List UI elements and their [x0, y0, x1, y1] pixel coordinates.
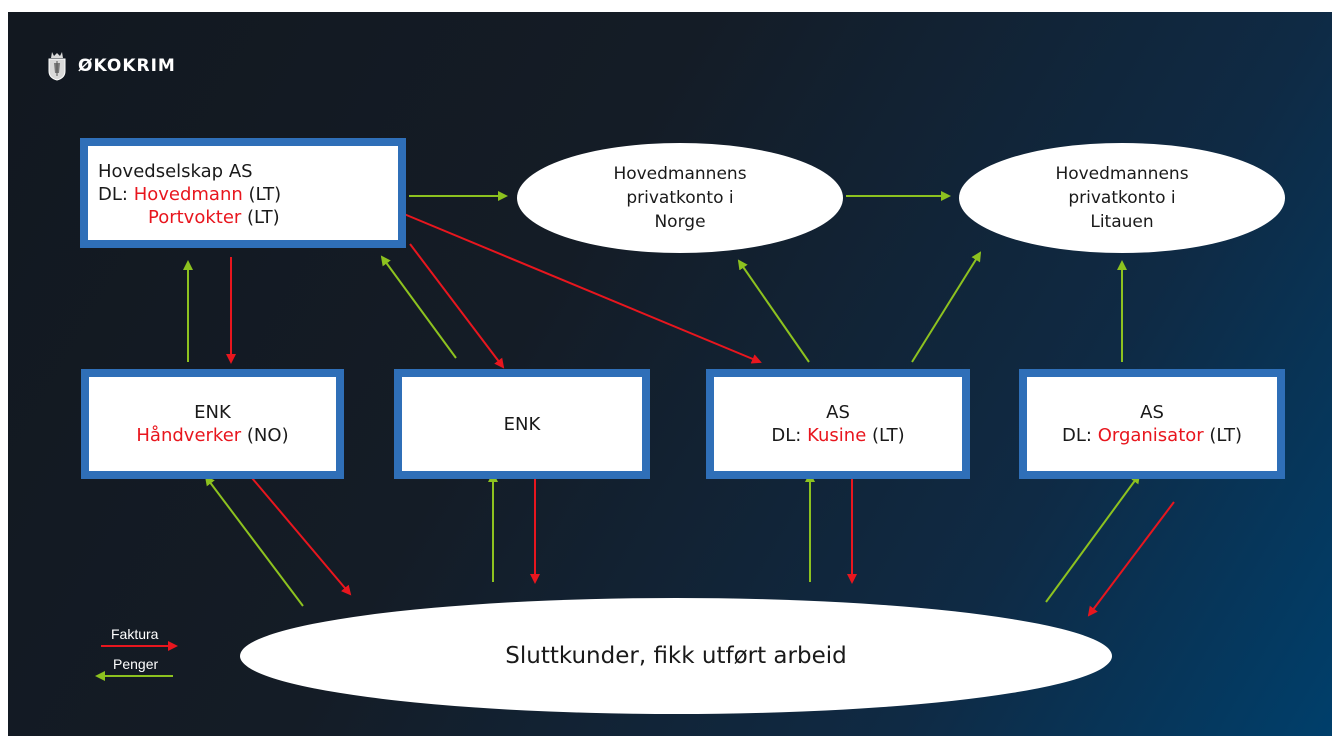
legend-penger-label: Penger: [113, 656, 159, 672]
flow-arrows: [95, 191, 1175, 681]
node-hovedselskap-title: Hovedselskap AS: [98, 161, 253, 182]
account-lithuania-line1: Hovedmannens: [1055, 164, 1189, 184]
person-organisator: Organisator: [1097, 425, 1204, 446]
node-enk-handverker: ENK Håndverker (NO): [81, 369, 344, 479]
account-lithuania-line3: Litauen: [1090, 212, 1154, 232]
person-handverker-country: (NO): [241, 425, 289, 446]
node-as-kusine: AS DL: Kusine (LT): [706, 369, 970, 479]
node-account-lithuania: Hovedmannens privatkonto i Litauen: [959, 143, 1285, 253]
penger-arrow-enk2-to-hq: [380, 255, 457, 359]
node-as-kusine-title: AS: [826, 402, 850, 423]
account-lithuania-line2: privatkonto i: [1068, 188, 1176, 208]
person-handverker: Håndverker: [136, 425, 242, 446]
penger-arrow-as1-to-account-lt: [911, 251, 982, 363]
dl-prefix: DL:: [771, 425, 808, 446]
dl-prefix: DL:: [1062, 425, 1098, 446]
person-portvokter-country: (LT): [241, 207, 280, 228]
person-kusine: Kusine: [807, 425, 867, 446]
node-enk: ENK: [394, 369, 650, 479]
penger-arrow-customers-to-as2: [1045, 473, 1141, 603]
person-kusine-country: (LT): [866, 425, 905, 446]
faktura-arrow-enk1-to-customers: [251, 477, 352, 596]
node-end-customers: Sluttkunder, fikk utført arbeid: [240, 598, 1112, 714]
node-hovedselskap: Hovedselskap AS DL: Hovedmann (LT) Portv…: [80, 138, 406, 248]
faktura-arrow-as2-to-customers: [1087, 501, 1175, 617]
node-as-organisator: AS DL: Organisator (LT): [1019, 369, 1285, 479]
penger-arrow-customers-to-enk1: [204, 475, 304, 607]
person-hovedmann-country: (LT): [242, 184, 282, 205]
dl-prefix: DL:: [98, 184, 134, 205]
person-hovedmann: Hovedmann: [133, 184, 243, 205]
node-as-organisator-dl-line: DL: Organisator (LT): [1062, 424, 1242, 447]
faktura-arrow-hq-to-enk2: [409, 243, 505, 369]
node-as-kusine-dl-line: DL: Kusine (LT): [771, 424, 904, 447]
node-enk-handverker-title: ENK: [194, 402, 231, 423]
node-enk-title: ENK: [503, 413, 541, 435]
coat-of-arms-icon: [48, 52, 66, 81]
account-norway-line1: Hovedmannens: [613, 164, 747, 184]
logo-text: ØKOKRIM: [78, 56, 176, 76]
node-hovedselskap-dl-line1: DL: Hovedmann (LT): [98, 183, 388, 206]
faktura-arrow-hq-to-as1: [403, 213, 762, 364]
node-account-norway: Hovedmannens privatkonto i Norge: [517, 143, 843, 253]
account-norway-line2: privatkonto i: [626, 188, 734, 208]
person-organisator-country: (LT): [1203, 425, 1242, 446]
slide-background: ØKOKRIM Hov: [8, 12, 1332, 736]
penger-arrow-as1-to-account-no: [737, 259, 810, 363]
node-hovedselskap-dl-line2: Portvokter (LT): [98, 206, 388, 229]
legend-faktura-label: Faktura: [111, 626, 159, 642]
person-portvokter: Portvokter: [148, 207, 242, 228]
node-as-organisator-title: AS: [1140, 402, 1164, 423]
logo: ØKOKRIM: [46, 51, 176, 81]
node-enk-handverker-person-line: Håndverker (NO): [136, 424, 288, 447]
account-norway-line3: Norge: [654, 212, 706, 232]
end-customers-label: Sluttkunder, fikk utført arbeid: [505, 643, 847, 669]
